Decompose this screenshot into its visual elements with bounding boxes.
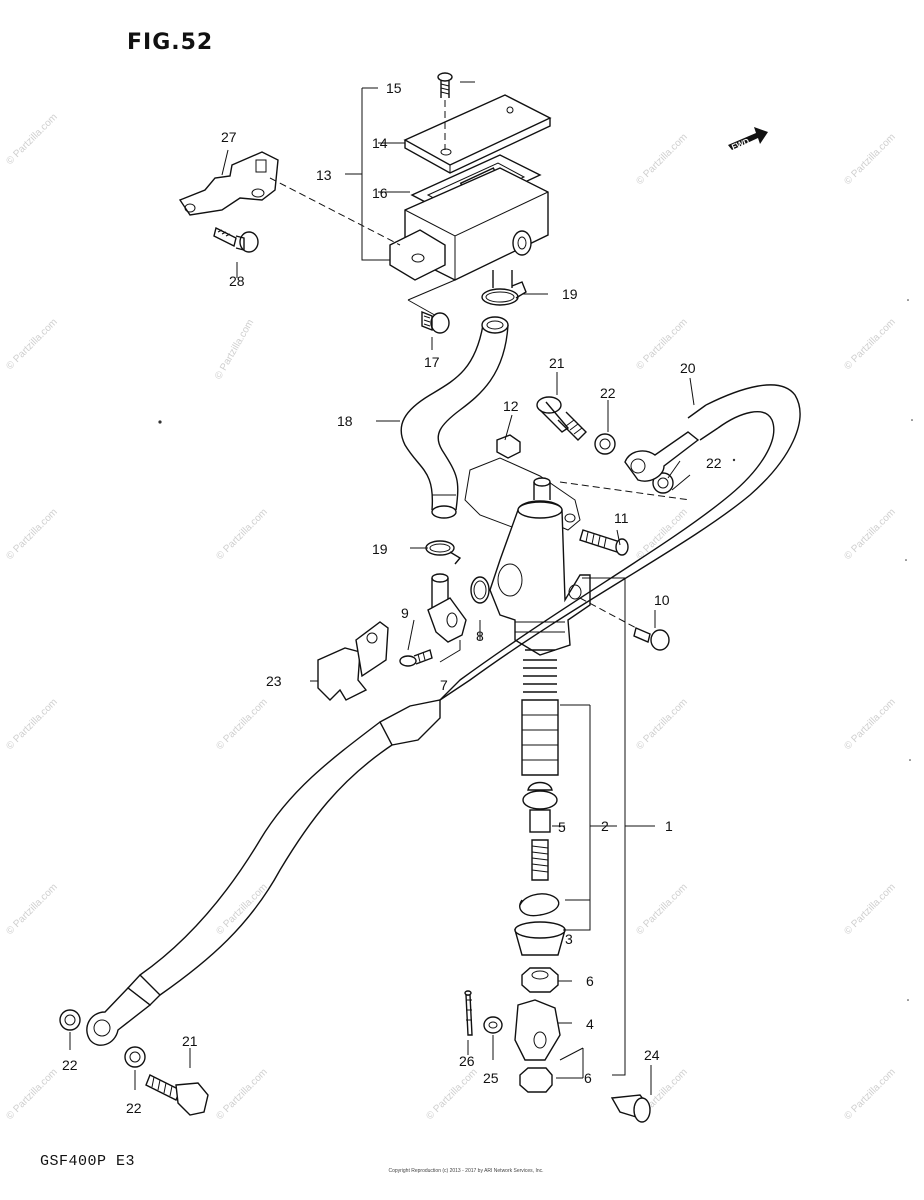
svg-text:© Partzilla.com: © Partzilla.com [4,697,59,752]
label-part-16: 16 [372,185,388,201]
label-part-20: 20 [680,360,696,376]
label-part-22a: 22 [600,385,616,401]
master-cylinder-body [489,477,591,656]
label-part-10: 10 [654,592,670,608]
model-code: GSF400P E3 [40,1153,136,1170]
bolt-28 [213,226,259,253]
label-part-26: 26 [459,1053,475,1069]
label-part-9: 9 [401,605,409,621]
label-part-1: 1 [665,818,673,834]
svg-text:© Partzilla.com: © Partzilla.com [214,1067,269,1122]
part-number-labels: 1 2 3 4 5 6 6 7 8 9 10 11 12 13 14 15 16… [62,80,722,1116]
clevis-assembly [464,967,651,1123]
label-part-22c: 22 [62,1057,78,1073]
label-part-18: 18 [337,413,353,429]
leader-lines [69,149,695,1095]
label-part-2: 2 [601,818,609,834]
figure-title: FIG.52 [127,30,214,55]
label-part-23: 23 [266,673,282,689]
label-part-28: 28 [229,273,245,289]
svg-text:© Partzilla.com: © Partzilla.com [214,882,269,937]
master-cylinder-mount [464,434,691,556]
label-part-3: 3 [565,931,573,947]
svg-text:© Partzilla.com: © Partzilla.com [4,1067,59,1122]
label-part-15: 15 [386,80,402,96]
o-ring [470,576,490,604]
label-part-22b: 22 [706,455,722,471]
label-part-19a: 19 [562,286,578,302]
label-part-11: 11 [614,510,629,526]
svg-text:© Partzilla.com: © Partzilla.com [4,112,59,167]
reservoir-tank [389,72,552,288]
hose-connector [427,573,467,643]
banjo-bolt-lower [145,1074,209,1116]
scan-marks [158,299,913,1001]
label-part-13: 13 [316,167,332,183]
label-part-24: 24 [644,1047,660,1063]
bolt-17 [407,279,456,334]
svg-text:© Partzilla.com: © Partzilla.com [842,1067,897,1122]
screw-9 [399,649,433,667]
hose-clamp-lower [425,540,462,565]
svg-text:© Partzilla.com: © Partzilla.com [214,697,269,752]
forward-arrow-icon: FWD [728,127,768,152]
label-part-7: 7 [440,677,448,693]
svg-text:FWD: FWD [730,137,750,152]
label-part-21a: 21 [549,355,565,371]
svg-text:© Partzilla.com: © Partzilla.com [842,697,897,752]
svg-text:© Partzilla.com: © Partzilla.com [214,507,269,562]
svg-text:© Partzilla.com: © Partzilla.com [634,697,689,752]
svg-text:© Partzilla.com: © Partzilla.com [424,1067,479,1122]
label-part-8: 8 [476,628,484,644]
label-part-19b: 19 [372,541,388,557]
label-part-12: 12 [503,398,519,414]
svg-text:© Partzilla.com: © Partzilla.com [213,318,256,382]
piston-assembly [514,649,566,956]
label-part-22d: 22 [126,1100,142,1116]
reservoir-mount-bracket [178,151,401,246]
label-part-4: 4 [586,1016,594,1032]
svg-text:© Partzilla.com: © Partzilla.com [842,132,897,187]
svg-text:© Partzilla.com: © Partzilla.com [634,882,689,937]
svg-text:© Partzilla.com: © Partzilla.com [4,882,59,937]
svg-text:© Partzilla.com: © Partzilla.com [634,507,689,562]
svg-text:© Partzilla.com: © Partzilla.com [842,882,897,937]
reservoir-hose [400,316,509,519]
label-part-27: 27 [221,129,237,145]
brake-hose [86,384,801,1046]
svg-text:© Partzilla.com: © Partzilla.com [842,317,897,372]
hose-clamp-top [481,281,527,306]
svg-text:© Partzilla.com: © Partzilla.com [4,317,59,372]
label-part-5: 5 [558,819,566,835]
hose-guide-bracket [317,621,389,701]
label-part-6b: 6 [584,1070,592,1086]
svg-text:© Partzilla.com: © Partzilla.com [4,507,59,562]
svg-text:© Partzilla.com: © Partzilla.com [634,132,689,187]
label-part-25: 25 [483,1070,499,1086]
label-part-21b: 21 [182,1033,198,1049]
reservoir-bracket-lines [345,81,475,261]
label-part-14: 14 [372,135,388,151]
bolt-10 [579,597,670,651]
label-part-6a: 6 [586,973,594,989]
svg-text:© Partzilla.com: © Partzilla.com [842,507,897,562]
label-part-17: 17 [424,354,440,370]
washers-lower [59,1009,146,1068]
copyright-note: Copyright Reproduction (c) 2013 - 2017 b… [388,1168,544,1174]
